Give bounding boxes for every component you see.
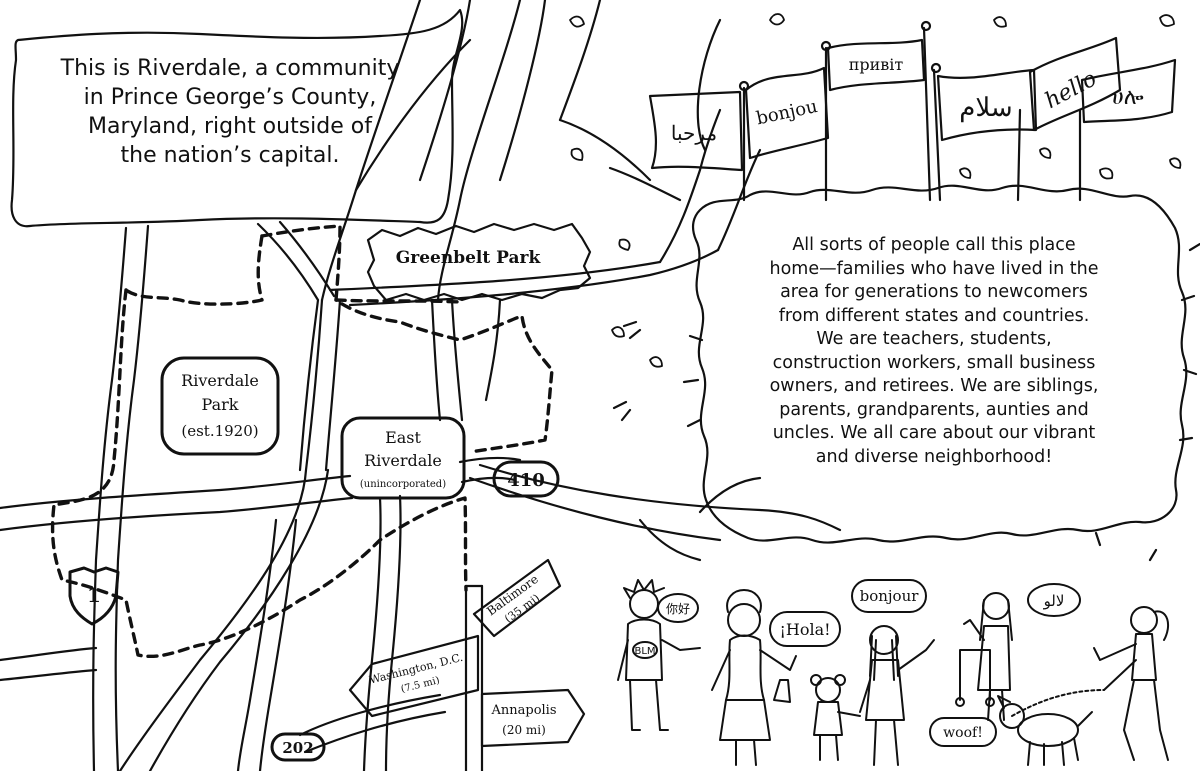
canopy-outline bbox=[691, 184, 1188, 544]
riverdale-park-line3: (est.1920) bbox=[181, 422, 258, 440]
tree bbox=[320, 0, 842, 562]
flag-privit-text: привіт bbox=[849, 55, 904, 74]
east-riverdale-label-box bbox=[340, 416, 466, 500]
description-line: parents, grandparents, aunties and bbox=[779, 399, 1089, 420]
route-1-label: 1 bbox=[87, 583, 101, 607]
flag-amharic bbox=[1080, 58, 1177, 124]
speech-arabic-text: لالو bbox=[1043, 592, 1065, 610]
route-1-shield bbox=[68, 566, 120, 626]
speech-dog-bubble bbox=[929, 717, 997, 747]
riverdale-park-label-box bbox=[160, 356, 280, 456]
intro-line: the nation’s capital. bbox=[120, 143, 340, 168]
flag-bonjou bbox=[744, 66, 830, 160]
person-bonjour bbox=[859, 625, 935, 766]
flag-privit bbox=[826, 38, 926, 92]
annapolis-sign-line1: Annapolis bbox=[490, 703, 556, 718]
flag-arabic-text: مرحبا bbox=[671, 121, 717, 145]
riverdale-boundary bbox=[50, 224, 554, 659]
flag-hello bbox=[1028, 36, 1122, 132]
route-202-marker bbox=[270, 732, 326, 762]
greenbelt-park-label-burst bbox=[366, 222, 592, 302]
intro-line: in Prince George’s County, bbox=[83, 85, 377, 110]
description-line: All sorts of people call this place bbox=[792, 235, 1076, 255]
riverdale-park-line1: Riverdale bbox=[181, 371, 259, 390]
dog bbox=[997, 689, 1105, 766]
shirt-text: BLM bbox=[634, 646, 655, 657]
flag-hello-text: hello bbox=[1041, 66, 1101, 114]
speech-chinese-text: 你好 bbox=[666, 602, 690, 616]
person-hola bbox=[711, 589, 797, 766]
person-elder bbox=[955, 592, 1013, 721]
flag-bonjou-text: bonjou bbox=[754, 96, 819, 129]
speech-bonjour-bubble bbox=[851, 579, 927, 613]
person-child bbox=[810, 674, 861, 761]
people bbox=[617, 579, 1170, 766]
leaves bbox=[569, 13, 1182, 368]
description-line: area for generations to newcomers bbox=[780, 282, 1088, 302]
signpost bbox=[348, 558, 586, 771]
description-text: All sorts of people call this place home… bbox=[706, 234, 1162, 469]
speech-dog-text: woof! bbox=[943, 725, 983, 741]
east-riverdale-line2: Riverdale bbox=[364, 451, 442, 470]
washington-sign-line2: (7.5 mi) bbox=[400, 675, 441, 695]
flag-amharic-text: ሀሎ bbox=[1112, 85, 1144, 110]
intro-line: This is Riverdale, a community bbox=[60, 56, 400, 81]
description-line: uncles. We all care about our vibrant bbox=[772, 423, 1096, 443]
speech-hola-text: ¡Hola! bbox=[779, 620, 830, 639]
speech-bonjour-text: bonjour bbox=[860, 587, 920, 605]
flag-arabic bbox=[648, 90, 744, 172]
annapolis-sign-line2: (20 mi) bbox=[502, 723, 546, 737]
description-line: from different states and countries. bbox=[778, 305, 1090, 326]
intro-text: This is Riverdale, a community in Prince… bbox=[40, 54, 420, 170]
description-line: construction workers, small business bbox=[772, 352, 1096, 373]
east-riverdale-line3: (unincorporated) bbox=[360, 479, 446, 490]
riverdale-park-line2: Park bbox=[202, 395, 239, 414]
description-line: We are teachers, students, bbox=[816, 329, 1052, 349]
intro-speech-box bbox=[10, 8, 464, 228]
description-line: home—families who have lived in the bbox=[769, 258, 1099, 279]
route-410-marker bbox=[492, 460, 560, 498]
person-blm-shirt bbox=[617, 579, 701, 731]
speech-arabic-bubble bbox=[1027, 583, 1081, 617]
route-410-label: 410 bbox=[507, 470, 545, 491]
washington-sign bbox=[348, 634, 480, 718]
speech-hola-bubble bbox=[769, 611, 841, 647]
speech-chinese-bubble bbox=[657, 593, 699, 623]
annapolis-sign bbox=[480, 688, 586, 748]
person-dog-walker bbox=[1093, 606, 1170, 761]
flag-salam-text: سلام bbox=[959, 93, 1012, 123]
flags bbox=[648, 20, 1177, 202]
roads bbox=[0, 220, 522, 771]
east-riverdale-line1: East bbox=[385, 428, 421, 447]
intro-line: Maryland, right outside of bbox=[87, 114, 372, 139]
description-line: owners, and retirees. We are siblings, bbox=[769, 376, 1099, 396]
route-202-label: 202 bbox=[282, 739, 313, 757]
baltimore-sign bbox=[472, 558, 562, 638]
greenbelt-park-label: Greenbelt Park bbox=[396, 248, 542, 268]
description-line: and diverse neighborhood! bbox=[815, 446, 1053, 467]
